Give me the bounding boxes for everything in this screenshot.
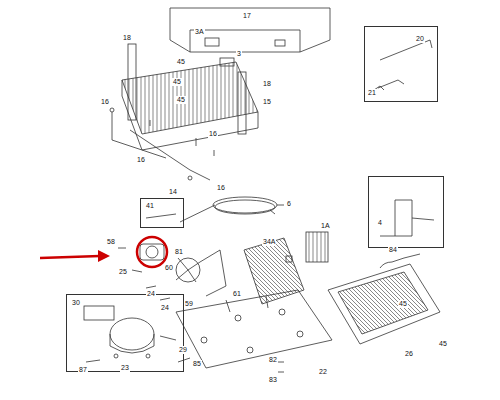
callout-number: 24 (160, 304, 170, 312)
callout-number: 59 (184, 300, 194, 308)
callout-number: 29 (178, 346, 188, 354)
highlight-marker (40, 237, 167, 267)
callout-number: 16 (136, 156, 146, 164)
callout-number: 84 (388, 246, 398, 254)
callout-number: 3 (236, 50, 242, 58)
callout-number: 45 (176, 96, 186, 104)
inset-box: 41 (140, 198, 184, 228)
callout-number: 45 (398, 300, 408, 308)
callout-number: 21 (367, 89, 377, 97)
callout-number: 85 (192, 360, 202, 368)
callout-number: 18 (122, 34, 132, 42)
callout-number: 22 (318, 368, 328, 376)
callout-number: 14 (168, 188, 178, 196)
callout-number: 18 (262, 80, 272, 88)
callout-number: 4 (377, 219, 383, 227)
callout-number: 15 (262, 98, 272, 106)
callout-number: 6 (286, 200, 292, 208)
callout-number: 61 (232, 290, 242, 298)
callout-number: 16 (216, 184, 226, 192)
callout-number: 45 (172, 78, 182, 86)
callout-number: 17 (242, 12, 252, 20)
callout-number: 82 (268, 356, 278, 364)
callout-number: 24 (146, 290, 156, 298)
callout-number: 20 (415, 35, 425, 43)
callout-number: 16 (208, 130, 218, 138)
callout-number: 26 (404, 350, 414, 358)
callout-number: 16 (100, 98, 110, 106)
callout-number: 1A (320, 222, 331, 230)
callout-number: 41 (145, 202, 155, 210)
callout-number: 25 (118, 268, 128, 276)
callout-number: 3A (194, 28, 205, 36)
callout-number: 83 (268, 376, 278, 384)
inset-box: 2021 (364, 26, 438, 102)
inset-box: 4 (368, 176, 444, 248)
callout-number: 81 (174, 248, 184, 256)
callout-number: 45 (176, 58, 186, 66)
callout-number: 58 (106, 238, 116, 246)
callout-number: 87 (78, 366, 88, 374)
callout-number: 45 (438, 340, 448, 348)
callout-number: 23 (120, 364, 130, 372)
callout-number: 60 (164, 264, 174, 272)
callout-number: 30 (71, 299, 81, 307)
callout-number: 34A (262, 238, 276, 246)
